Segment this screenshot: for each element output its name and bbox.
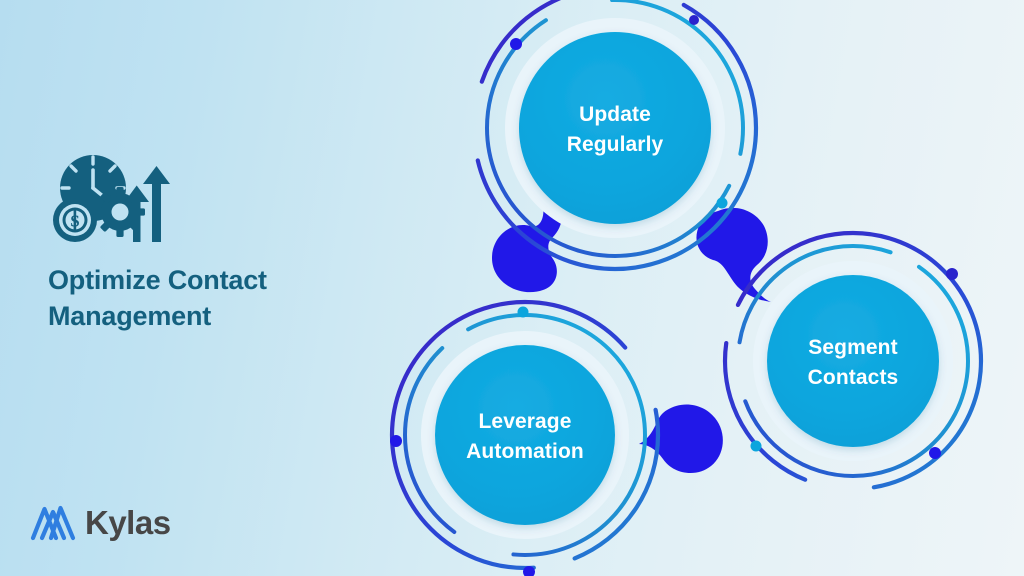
node-disc <box>519 32 711 224</box>
accent-dots <box>390 15 958 576</box>
accent-dot <box>510 38 522 50</box>
accent-dot <box>523 566 535 576</box>
brand-name: Kylas <box>85 503 171 541</box>
kylas-mountain-logo-icon <box>30 505 76 541</box>
node-leverage-automation[interactable] <box>389 299 661 571</box>
accent-dot <box>929 447 941 459</box>
accent-dot <box>689 15 699 25</box>
accent-dot <box>750 440 762 452</box>
connectors <box>492 196 771 474</box>
node-disc <box>435 345 615 525</box>
brand-logo: Kylas <box>30 500 171 544</box>
accent-dot <box>946 268 958 280</box>
node-outer-arc <box>722 230 984 492</box>
accent-dot <box>716 197 728 209</box>
accent-dot <box>517 306 529 318</box>
connector-update-to-leverage <box>492 196 563 293</box>
node-disc <box>767 275 939 447</box>
node-inner-arc <box>485 0 745 258</box>
left-panel: S <box>48 140 388 334</box>
node-outer-arc <box>471 0 759 272</box>
node-inner-arc <box>736 244 970 478</box>
connector-leverage-to-segment <box>639 404 723 474</box>
clock-gear-coin-growth-icon: S <box>53 155 170 242</box>
connector-update-to-segment <box>696 207 771 302</box>
node-update-regularly[interactable] <box>471 0 759 272</box>
page-title: Optimize Contact Management <box>48 265 267 331</box>
accent-dot <box>390 435 402 447</box>
node-segment-contacts[interactable] <box>722 230 984 492</box>
